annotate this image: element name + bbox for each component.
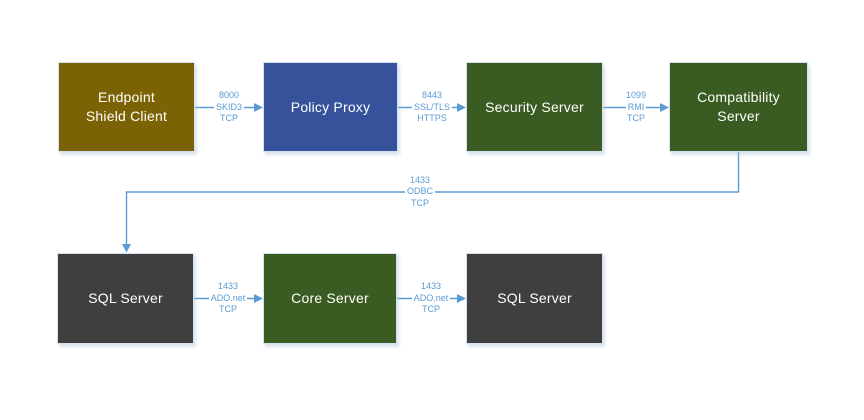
connector-label-esc-policy: 8000 SKID3 TCP — [194, 90, 264, 125]
connector-protocol: SKID3 — [213, 101, 244, 113]
node-label: Security Server — [485, 98, 584, 115]
node-endpoint-shield-client: Endpoint Shield Client — [58, 62, 195, 152]
connector-label-policy-security: 8443 SSL/TLS HTTPS — [397, 90, 467, 125]
arrowhead-right-icon — [254, 294, 263, 303]
node-label: Endpoint Shield Client — [85, 89, 168, 124]
connector-transport: TCP — [219, 304, 237, 314]
node-policy-proxy: Policy Proxy — [263, 62, 398, 152]
connector-transport: HTTPS — [417, 113, 447, 123]
node-label: Compatibility Server — [697, 89, 780, 124]
connector-protocol: ADO.net — [411, 292, 451, 304]
node-security-server: Security Server — [466, 62, 603, 152]
connector-port: 1433 — [409, 174, 431, 185]
node-label: Core Server — [291, 290, 369, 306]
connector-protocol: RMI — [625, 101, 647, 113]
node-sql-server-2: SQL Server — [466, 253, 603, 344]
connector-port: 1099 — [625, 90, 647, 100]
connector-port: 8443 — [421, 90, 443, 100]
arrowhead-right-icon — [660, 103, 669, 112]
connector-label-sql-core: 1433 ADO.net TCP — [193, 281, 263, 316]
connector-transport: TCP — [422, 304, 440, 314]
connector-label-compatibility-sql: 1433 ODBC TCP — [385, 175, 455, 210]
connector-protocol: ADO.net — [208, 292, 248, 304]
connector-transport: TCP — [411, 197, 429, 208]
connector-transport: TCP — [627, 113, 645, 123]
connector-port: 8000 — [218, 90, 240, 100]
node-label: Policy Proxy — [290, 98, 371, 115]
arrowhead-down-icon — [122, 244, 131, 253]
node-label: SQL Server — [497, 290, 572, 306]
arrowhead-right-icon — [457, 103, 466, 112]
connector-port: 1433 — [217, 281, 239, 291]
connector-label-security-compatibility: 1099 RMI TCP — [601, 90, 671, 125]
arrowhead-right-icon — [457, 294, 466, 303]
connector-port: 1433 — [420, 281, 442, 291]
node-sql-server-1: SQL Server — [57, 253, 194, 344]
node-label: SQL Server — [88, 290, 163, 306]
connector-label-core-sql: 1433 ADO.net TCP — [396, 281, 466, 316]
arrowhead-right-icon — [254, 103, 263, 112]
node-core-server: Core Server — [263, 253, 397, 344]
node-compatibility-server: Compatibility Server — [669, 62, 808, 152]
connector-protocol: ODBC — [404, 186, 435, 198]
connector-transport: TCP — [220, 113, 238, 123]
connector-protocol: SSL/TLS — [411, 101, 453, 113]
